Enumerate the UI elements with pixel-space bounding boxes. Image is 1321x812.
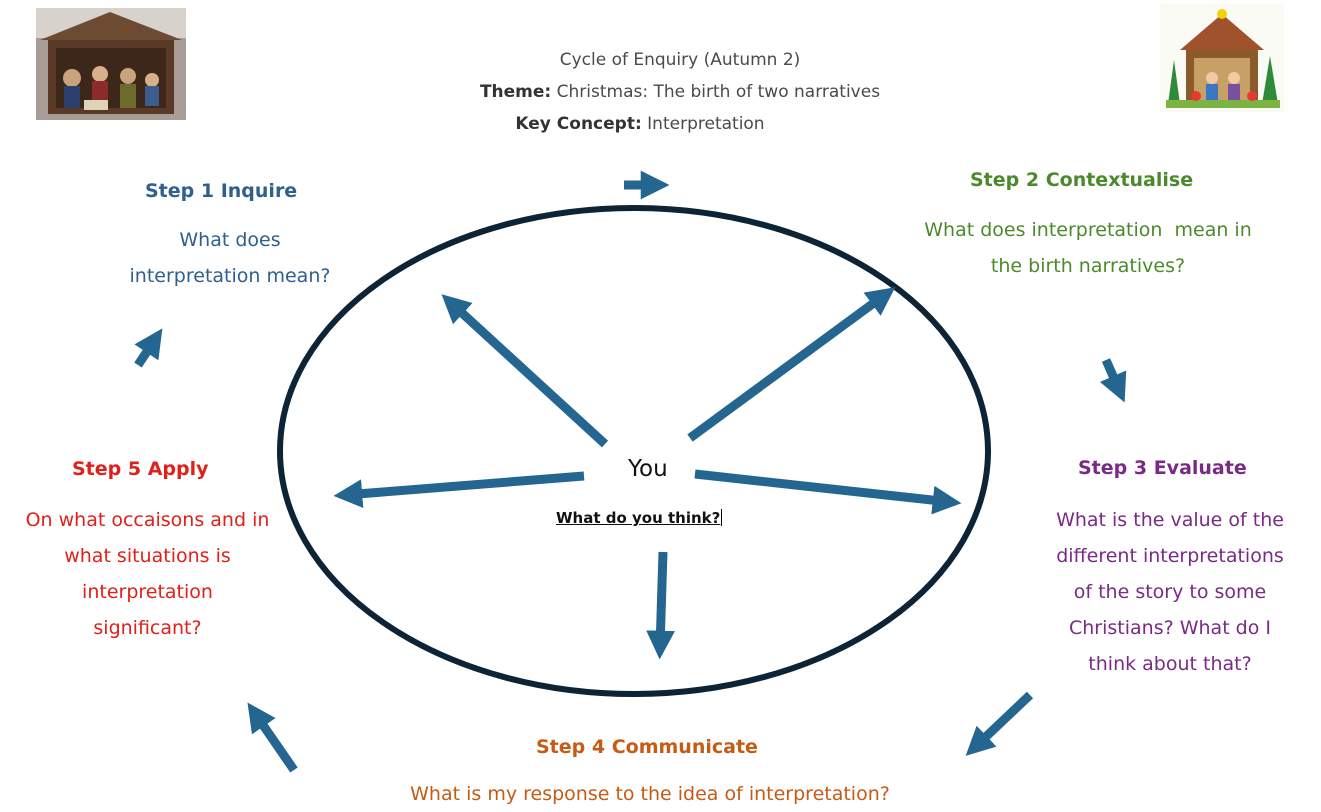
step5-line: interpretation — [82, 581, 213, 603]
step2-title: Step 2 Contextualise — [970, 169, 1194, 191]
center-question: What do you think? — [556, 509, 721, 527]
step1-question: What does interpretation mean? — [100, 222, 360, 294]
step5-line: On what occaisons and in — [25, 509, 270, 531]
step3-title: Step 3 Evaluate — [1078, 457, 1247, 479]
step3-question: What is the value of the different inter… — [1020, 502, 1320, 682]
nativity-clipart — [1160, 4, 1284, 112]
step5-question: On what occaisons and in what situations… — [5, 502, 290, 646]
theme-label: Theme: — [479, 82, 552, 102]
nativity-photo — [36, 8, 186, 120]
step1-line: interpretation mean? — [129, 265, 331, 287]
step3-line: different interpretations — [1056, 545, 1284, 567]
step4-title: Step 4 Communicate — [536, 736, 758, 758]
step5-title: Step 5 Apply — [72, 458, 209, 480]
step1-title: Step 1 Inquire — [145, 180, 298, 202]
key-concept-value: Interpretation — [647, 114, 765, 134]
arrow-step4-to-step5 — [247, 702, 298, 773]
step3-line: of the story to some — [1073, 581, 1267, 603]
center-ellipse — [277, 205, 991, 697]
key-concept-label: Key Concept: — [515, 114, 642, 134]
arrow-center-to-step4 — [646, 551, 675, 660]
step3-line: think about that? — [1088, 653, 1252, 675]
arrow-step3-to-step4 — [965, 691, 1034, 756]
step4-question: What is my response to the idea of inter… — [330, 776, 970, 812]
step1-line: What does — [179, 229, 281, 251]
step5-line: what situations is — [64, 545, 231, 567]
arrow-center-to-step2 — [687, 287, 896, 442]
step2-line: the birth narratives? — [990, 255, 1186, 277]
text-cursor — [721, 509, 723, 526]
center-question-wrap: What do you think? — [556, 508, 723, 527]
theme-value: Christmas: The birth of two narratives — [556, 82, 881, 102]
step3-line: What is the value of the — [1056, 509, 1284, 531]
arrow-step5-to-step1 — [134, 328, 163, 368]
step2-question: What does interpretation mean in the bir… — [888, 212, 1288, 284]
step3-line: Christians? What do I — [1068, 617, 1272, 639]
header-theme: Theme: Christmas: The birth of two narra… — [400, 76, 960, 109]
arrow-center-to-step5 — [333, 471, 585, 508]
center-you-label: You — [628, 456, 668, 482]
header-key-concept: Key Concept: Interpretation — [360, 108, 920, 141]
step4-line: What is my response to the idea of inter… — [410, 783, 890, 805]
step5-line: significant? — [93, 617, 202, 639]
header-title: Cycle of Enquiry (Autumn 2) — [559, 50, 801, 70]
arrow-center-to-step1 — [441, 294, 609, 448]
arrow-step2-to-step3 — [1099, 358, 1127, 403]
arrow-center-to-step3 — [694, 469, 962, 515]
step2-line: What does interpretation mean in — [924, 219, 1252, 241]
